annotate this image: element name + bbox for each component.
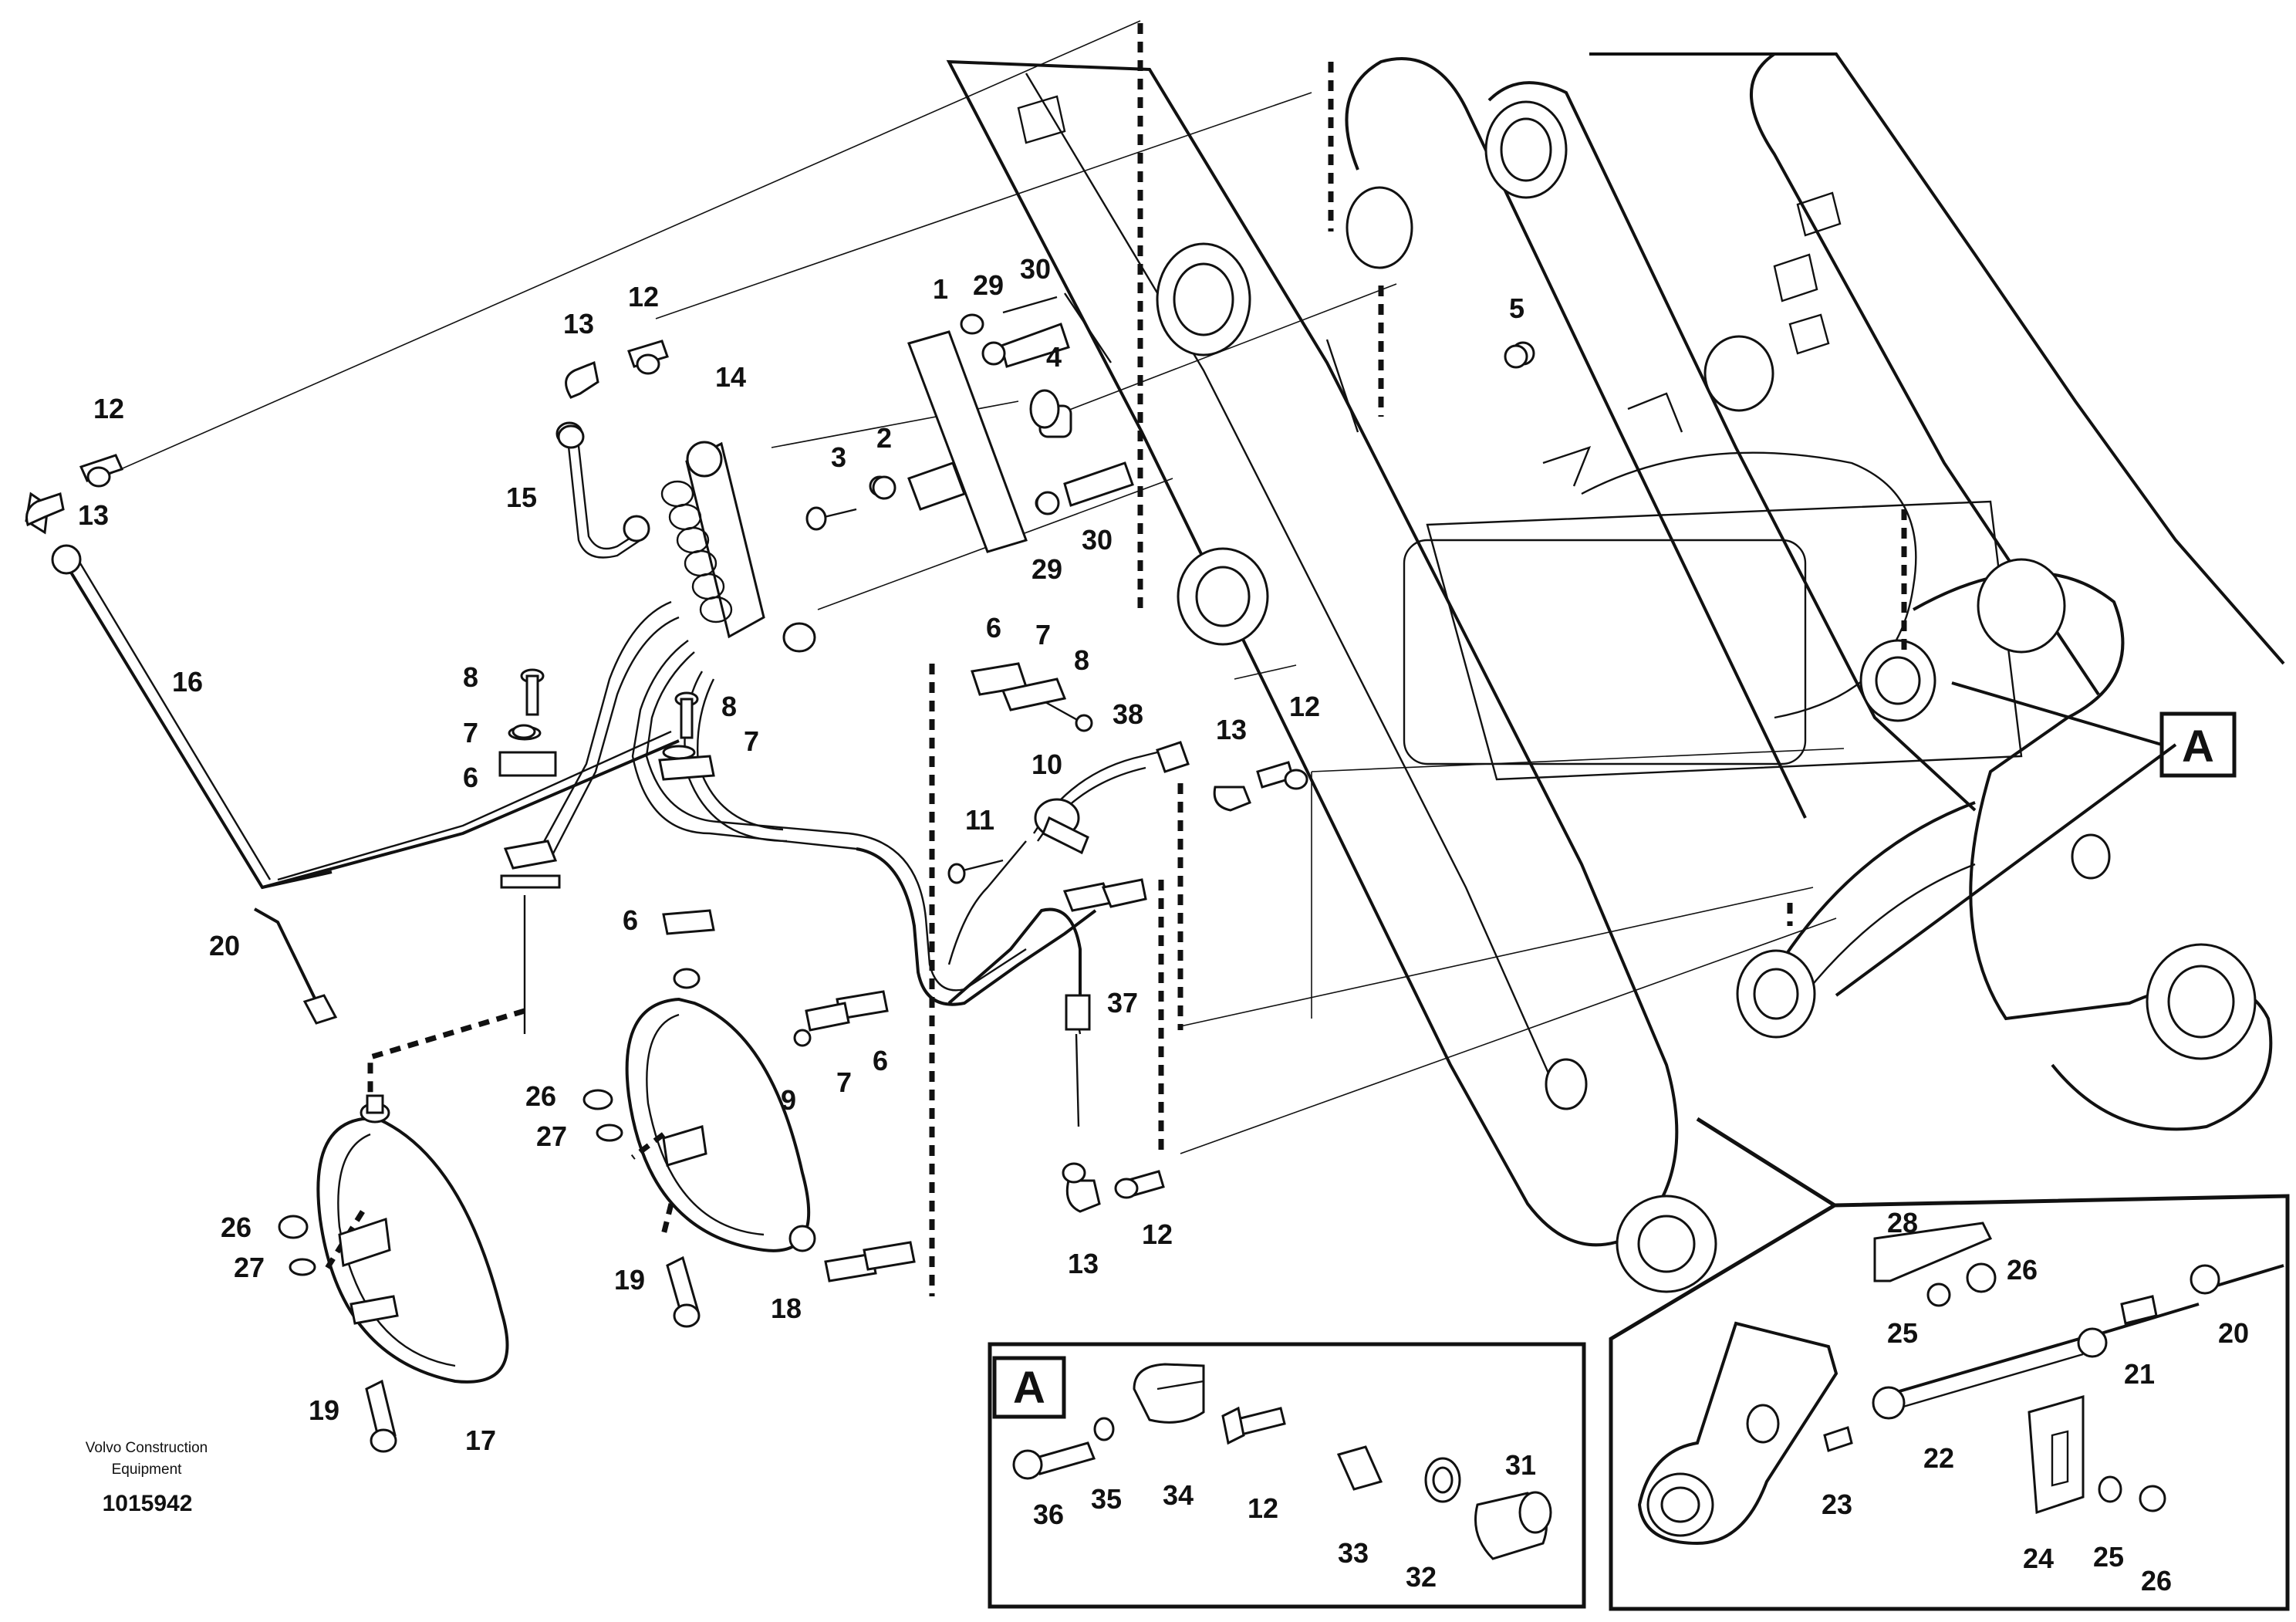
callout-26d: 26 [2141, 1565, 2172, 1597]
callout-13d: 13 [1068, 1248, 1099, 1279]
callout-12e: 12 [1248, 1492, 1278, 1524]
callout-8a: 8 [1074, 644, 1089, 676]
callout-27a: 27 [536, 1120, 567, 1152]
callout-7a: 7 [1035, 619, 1051, 650]
callout-8c: 8 [721, 691, 737, 722]
callout-38: 38 [1113, 698, 1143, 730]
callout-31: 31 [1505, 1449, 1536, 1481]
callout-24: 24 [2023, 1543, 2054, 1574]
callout-6c: 6 [623, 904, 638, 936]
callout-21: 21 [2124, 1358, 2155, 1390]
callout-33: 33 [1338, 1537, 1369, 1569]
callout-4: 4 [1046, 341, 1062, 373]
grease-line-inset [1609, 1117, 2290, 1611]
callout-29b: 29 [1032, 553, 1062, 585]
callout-6b: 6 [463, 762, 478, 793]
callout-36: 36 [1033, 1499, 1064, 1530]
callout-15: 15 [506, 482, 537, 513]
callout-26a: 26 [525, 1080, 556, 1112]
callout-7c: 7 [744, 725, 759, 757]
callout-11: 11 [965, 804, 994, 836]
callout-30b: 30 [1082, 524, 1113, 556]
callout-20b: 20 [2218, 1317, 2249, 1349]
callout-13c: 13 [1216, 714, 1247, 745]
brand-line-2: Equipment [112, 1461, 183, 1478]
callout-12b: 12 [628, 281, 659, 313]
callout-1: 1 [933, 273, 948, 305]
callout-10: 10 [1032, 748, 1062, 780]
callout-22: 22 [1923, 1442, 1954, 1474]
callout-13a: 13 [563, 308, 594, 340]
callout-18: 18 [771, 1293, 802, 1324]
callout-8b: 8 [463, 661, 478, 693]
detail-a-label: A [2182, 721, 2214, 772]
callout-19a: 19 [614, 1264, 645, 1296]
callout-27b: 27 [234, 1252, 265, 1283]
loop-clamps [316, 997, 816, 1384]
callout-7b: 7 [463, 717, 478, 748]
callout-14: 14 [715, 361, 746, 393]
callout-13b: 13 [78, 499, 109, 531]
lift-arm-frame [946, 52, 2285, 1293]
detail-a-marker: A [1951, 681, 2237, 778]
callout-16: 16 [172, 666, 203, 698]
document-number: 1015942 [103, 1491, 193, 1516]
callout-32: 32 [1406, 1561, 1437, 1593]
callout-37: 37 [1107, 987, 1138, 1019]
callout-17: 17 [465, 1424, 496, 1456]
break-lines [322, 23, 1907, 1296]
callout-20a: 20 [209, 930, 240, 961]
callout-6d: 6 [873, 1045, 888, 1076]
callout-30a: 30 [1020, 253, 1051, 285]
callout-34: 34 [1163, 1479, 1194, 1511]
callout-12d: 12 [1142, 1218, 1173, 1250]
callout-26b: 26 [221, 1211, 252, 1243]
callout-7d: 7 [836, 1066, 852, 1098]
callout-25b: 25 [2093, 1541, 2124, 1573]
callout-35: 35 [1091, 1483, 1122, 1515]
brand-line-1: Volvo Construction [86, 1440, 208, 1456]
callout-23: 23 [1822, 1489, 1852, 1520]
detail-a-inset-label: A [1013, 1363, 1045, 1413]
callout-labels: 1 2 3 4 5 6 6 6 6 7 7 7 7 8 8 8 9 10 11 … [78, 253, 2249, 1597]
fittings [25, 340, 1308, 1213]
leader-lines [90, 20, 2177, 1154]
fasteners [278, 323, 1528, 1453]
callout-9: 9 [781, 1084, 796, 1116]
callout-12a: 12 [93, 393, 124, 424]
callout-5: 5 [1509, 292, 1524, 324]
detail-a-inset: A [988, 1342, 1586, 1609]
branding: Volvo Construction Equipment 1015942 [86, 1440, 208, 1516]
callout-28: 28 [1887, 1207, 1918, 1238]
callout-3: 3 [831, 441, 846, 473]
callout-25a: 25 [1887, 1317, 1918, 1349]
callout-2: 2 [876, 422, 892, 454]
callout-26c: 26 [2007, 1254, 2038, 1286]
distribution-block [660, 441, 816, 653]
callout-19b: 19 [309, 1394, 339, 1426]
callout-12c: 12 [1289, 691, 1320, 722]
callout-6a: 6 [986, 612, 1001, 644]
callout-29a: 29 [973, 269, 1004, 301]
